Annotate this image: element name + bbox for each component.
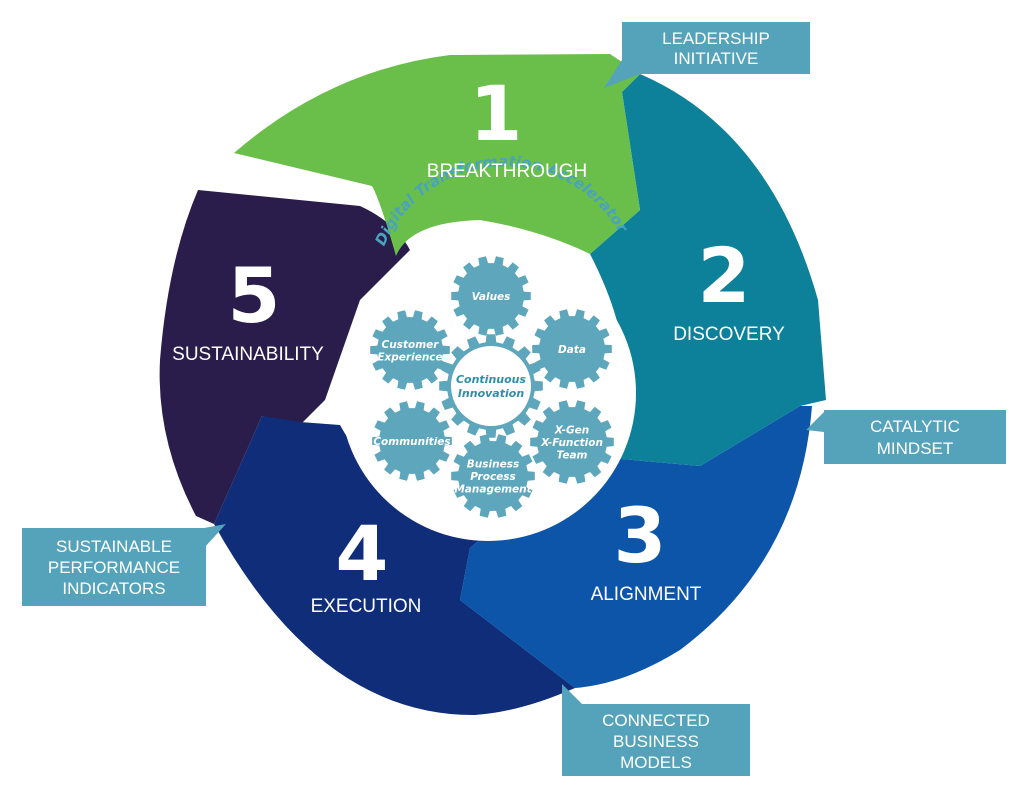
stage-1-number: 1	[470, 69, 523, 158]
gear-label: Experience	[377, 351, 442, 363]
stage-2-number: 2	[698, 231, 751, 320]
stage-2-label: DISCOVERY	[673, 324, 785, 345]
segment-discovery	[590, 74, 826, 466]
core-gear-hub	[451, 346, 531, 426]
callout-catalytic-mindset: CATALYTIC MINDSET	[806, 410, 1006, 464]
gear-label: X-Gen	[554, 425, 589, 437]
gear-label: Management	[454, 484, 532, 496]
callout-line: MINDSET	[877, 439, 954, 458]
gear-icon	[370, 310, 450, 390]
callout-line: MODELS	[620, 753, 692, 772]
gear-label: Process	[470, 471, 516, 483]
gear-label: Business	[467, 459, 519, 471]
callout-line: CONNECTED	[602, 711, 710, 730]
segment-alignment	[460, 406, 812, 688]
stage-5-label: SUSTAINABILITY	[172, 344, 324, 365]
gear-label: X-Function	[540, 437, 603, 449]
callout-line: LEADERSHIP	[662, 29, 770, 48]
gear-icon	[451, 256, 531, 336]
callout-line: INDICATORS	[62, 579, 165, 598]
callout-box	[562, 704, 750, 776]
gear-icon	[532, 309, 612, 389]
gear-label: Values	[472, 291, 511, 303]
callout-pointer	[562, 684, 582, 704]
gear-icon	[530, 400, 614, 484]
callout-line: PERFORMANCE	[48, 558, 180, 577]
gear-label: Customer	[382, 339, 440, 351]
callout-sustainable-performance-indicators: SUSTAINABLE PERFORMANCE INDICATORS	[22, 524, 226, 606]
gear-label: Data	[558, 344, 586, 356]
callout-pointer	[806, 412, 824, 432]
stage-1-label: BREAKTHROUGH	[427, 161, 587, 182]
stage-4-label: EXECUTION	[311, 596, 422, 617]
gear-label: Team	[557, 450, 588, 462]
callout-line: CATALYTIC	[870, 417, 960, 436]
callout-pointer	[204, 524, 226, 548]
callout-leadership-initiative: LEADERSHIP INITIATIVE	[604, 22, 810, 88]
gear-icon	[372, 401, 452, 481]
segment-execution	[214, 416, 575, 716]
callout-line: INITIATIVE	[674, 49, 759, 68]
segment-breakthrough	[234, 54, 640, 256]
callout-box	[22, 528, 206, 606]
gear-icon	[451, 434, 535, 518]
segment-sustainability	[159, 190, 410, 524]
core-label: Innovation	[458, 387, 524, 400]
gear-cluster: ValuesDataX-GenX-FunctionTeamBusinessPro…	[370, 256, 614, 518]
gear-label: Communities	[373, 436, 450, 448]
stage-3-label: ALIGNMENT	[591, 584, 702, 605]
callout-box	[824, 410, 1006, 464]
callout-line: SUSTAINABLE	[56, 537, 172, 556]
stage-3-number: 3	[614, 491, 667, 580]
stage-5-number: 5	[228, 251, 281, 340]
core-label: Continuous	[456, 373, 527, 386]
callout-line: BUSINESS	[613, 732, 699, 751]
stage-4-number: 4	[336, 509, 389, 598]
callout-box	[622, 22, 810, 74]
callout-connected-business-models: CONNECTED BUSINESS MODELS	[562, 684, 750, 776]
